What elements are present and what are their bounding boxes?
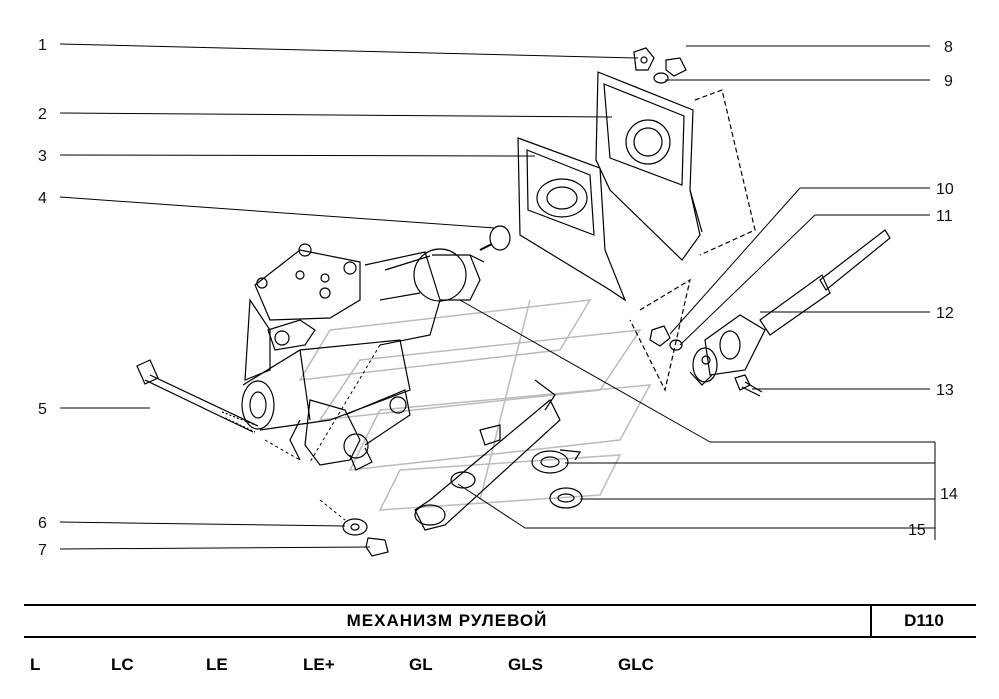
leader-lines [59,43,936,550]
washer-11 [669,339,683,351]
callout-5: 5 [38,401,47,418]
callout-13: 13 [936,382,954,399]
callout-15: 15 [908,522,926,539]
lock-washer [531,450,569,474]
variant-lc: LC [111,655,134,674]
callout-9: 9 [944,73,953,90]
callout-11: 11 [936,208,953,225]
nut-14 [549,487,583,509]
callout-7: 7 [38,542,47,559]
variant-gl: GL [409,655,433,674]
nut-1 [633,47,655,71]
intermediate-shaft [689,229,891,386]
variant-le: LE [206,655,228,674]
nut-7 [365,537,389,557]
nut-10 [649,325,671,347]
long-bolt [136,359,259,433]
diagram-title: МЕХАНИЗМ РУЛЕВОЙ [346,611,548,630]
callout-12: 12 [936,305,954,322]
mounting-bracket [595,71,703,261]
title-bar: МЕХАНИЗМ РУЛЕВОЙ D110 [24,604,976,638]
pitman-arm [414,379,561,531]
variant-gls: GLS [508,655,543,674]
variant-le-plus: LE+ [303,655,335,674]
callout-3: 3 [38,148,47,165]
callout-2: 2 [38,106,47,123]
nut-8 [665,57,687,77]
callout-1: 1 [38,37,47,54]
callout-4: 4 [38,190,47,207]
variant-glc: GLC [618,655,654,674]
variant-l: L [30,655,41,674]
steering-gear-housing [241,243,485,471]
washer-6 [342,518,368,536]
nut-4 [489,225,511,251]
diagram-code: D110 [904,611,944,630]
callout-6: 6 [38,515,47,532]
callout-10: 10 [936,181,954,198]
callout-8: 8 [944,39,953,56]
washer-9 [653,72,669,84]
background-logo [298,299,652,511]
callout-14: 14 [940,486,958,503]
gasket-plate [517,137,627,302]
title-divider [870,606,872,636]
